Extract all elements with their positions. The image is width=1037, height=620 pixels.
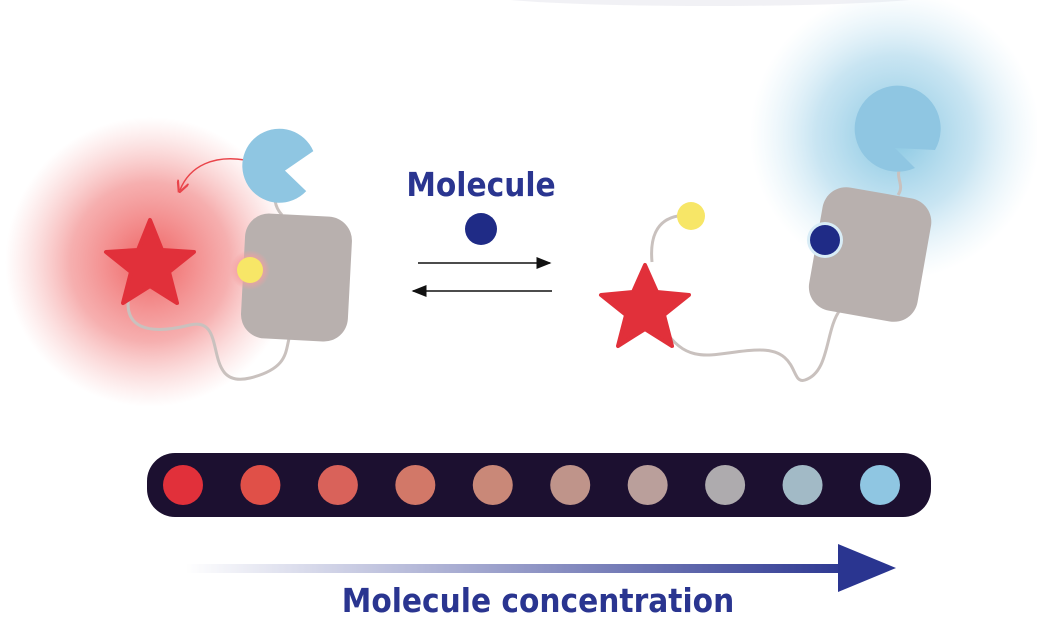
- concentration-label: Molecule concentration: [342, 581, 734, 620]
- color-scale-dot-1: [163, 465, 203, 505]
- red-star-fluorophore: [104, 218, 196, 305]
- color-scale-dot-9: [782, 465, 823, 505]
- linker-line: [126, 289, 292, 381]
- yellow-fluorophore: [237, 257, 263, 283]
- concentration-arrow-head: [838, 544, 896, 592]
- bound-molecule: [810, 225, 840, 255]
- closed-state-sensor: [5, 117, 352, 407]
- color-scale-dot-10: [860, 465, 900, 505]
- molecule-dot: [465, 213, 497, 245]
- blue-receptor-domain: [854, 85, 941, 172]
- color-scale-dot-4: [395, 465, 436, 505]
- yellow-fluorophore: [677, 202, 705, 230]
- color-scale-dot-8: [705, 465, 746, 505]
- color-scale-dot-2: [240, 465, 281, 505]
- red-star-fluorophore: [599, 263, 691, 348]
- linker-line: [663, 309, 842, 382]
- gray-binding-domain: [240, 213, 352, 342]
- fret-arrow: [180, 158, 246, 190]
- color-scale-dot-5: [472, 465, 513, 505]
- top-shadow: [510, 0, 910, 6]
- color-scale-dot-3: [317, 465, 358, 505]
- color-scale-dots: [163, 465, 900, 505]
- open-state-sensor: [599, 0, 1037, 382]
- blue-receptor-domain: [242, 128, 314, 203]
- color-scale-dot-7: [627, 465, 668, 505]
- molecule-label: Molecule: [406, 165, 555, 204]
- color-scale-dot-6: [550, 465, 591, 505]
- gray-binding-domain: [808, 187, 932, 322]
- linker-line-yellow: [650, 214, 679, 263]
- concentration-arrow-shaft: [185, 564, 855, 573]
